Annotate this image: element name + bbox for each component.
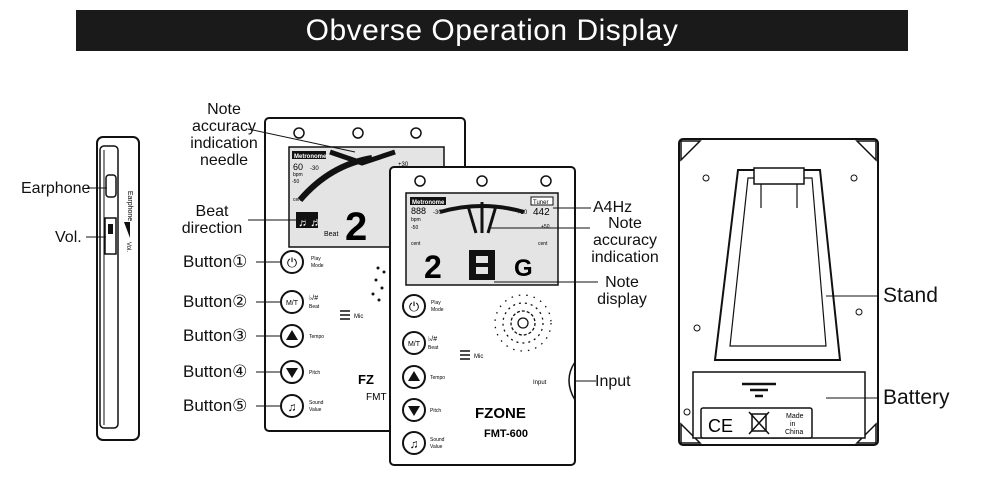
main-bpm-unit: bpm <box>411 217 421 223</box>
main-model: FMT-600 <box>484 428 528 440</box>
svg-text:Mic: Mic <box>474 354 483 360</box>
svg-text:Play: Play <box>311 256 321 262</box>
label-earphone: Earphone <box>21 180 91 197</box>
svg-text:M/T: M/T <box>408 341 421 348</box>
svg-text:in: in <box>790 421 796 428</box>
rear-bpm-unit: bpm <box>293 172 303 178</box>
main-tuner-tag: Tuner <box>533 200 548 206</box>
side-earphone-text: Earphone <box>126 191 133 221</box>
main-scale-m30: -30 <box>433 210 442 216</box>
label-note-accuracy: Note accuracy indication <box>591 215 659 266</box>
main-lcd-left-num: 888 <box>411 206 426 216</box>
svg-text:Tempo: Tempo <box>309 334 324 340</box>
svg-text:♭/#: ♭/# <box>428 335 437 343</box>
svg-text:Mic: Mic <box>354 314 363 320</box>
label-needle: Note accuracy indication needle <box>190 101 258 169</box>
svg-text:Play: Play <box>431 300 441 306</box>
svg-text:Tempo: Tempo <box>430 375 445 381</box>
label-button-5: Button⑤ <box>183 396 248 415</box>
main-lcd-hz: 442 <box>533 207 550 218</box>
svg-text:Beat: Beat <box>309 304 320 310</box>
music-note-icon: ♫ <box>410 437 419 451</box>
label-stand: Stand <box>883 284 938 307</box>
triangle-down-icon <box>286 368 298 378</box>
svg-text:M/T: M/T <box>286 300 299 307</box>
side-view-device: Earphone Vol. <box>96 136 140 441</box>
label-button-2: Button② <box>183 292 248 311</box>
diagram-title-text: Obverse Operation Display <box>305 13 679 47</box>
rear-button-tempo: Tempo <box>280 324 324 348</box>
needle-leader <box>247 128 356 153</box>
svg-text:Value: Value <box>309 407 322 413</box>
main-cent-right: cent <box>538 241 548 247</box>
power-icon: ⏻ <box>409 299 419 314</box>
main-button-play: ⏻ Play Mode <box>402 294 444 318</box>
main-button-sound: ♫ Sound Value <box>402 431 445 455</box>
svg-text:China: China <box>785 429 803 436</box>
label-vol: Vol. <box>55 229 82 246</box>
rear-beat-notes-icon: ♬♬ <box>298 215 322 229</box>
main-input-text: Input <box>533 380 547 386</box>
label-battery: Battery <box>883 386 950 409</box>
power-icon: ⏻ <box>287 255 297 270</box>
side-vol-text: Vol. <box>125 242 131 252</box>
triangle-down-icon <box>408 406 420 416</box>
weee-bin-icon <box>748 411 770 435</box>
rear-mode-tag: Metronome <box>294 154 327 160</box>
rear-button-play: ⏻ Play Mode <box>280 250 324 274</box>
label-button-4: Button④ <box>183 362 248 381</box>
rear-model: FMT <box>366 392 387 403</box>
main-cent-left: cent <box>411 241 421 247</box>
label-button-3: Button③ <box>183 326 248 345</box>
svg-text:Sound: Sound <box>309 400 324 406</box>
rear-big-digit: 2 <box>345 205 367 249</box>
stand <box>713 169 842 361</box>
triangle-up-icon <box>408 371 420 381</box>
main-button-tempo: Tempo <box>402 365 445 389</box>
svg-text:Beat: Beat <box>428 345 439 351</box>
svg-text:Mode: Mode <box>431 307 444 313</box>
label-beat-direction: Beat direction <box>181 203 243 237</box>
diagram-title: Obverse Operation Display <box>76 10 908 51</box>
triangle-up-icon <box>286 330 298 340</box>
label-a4hz: A4Hz <box>593 199 633 216</box>
main-button-pitch: Pitch <box>402 398 441 422</box>
rear-scale-m50: -50 <box>292 179 299 185</box>
svg-text:♭/#: ♭/# <box>309 294 318 302</box>
rear-brand: FZ <box>358 372 374 387</box>
rear-button-sound: ♫ Sound Value <box>280 394 324 418</box>
rear-beat-word: Beat <box>324 231 338 238</box>
music-note-icon: ♫ <box>288 400 297 414</box>
speaker-grille <box>494 294 552 352</box>
main-note-letter: G <box>514 255 533 282</box>
rear-scale-p30: +30 <box>398 162 409 168</box>
back-view-device: CE Made in China <box>678 138 879 446</box>
svg-text:Value: Value <box>430 444 443 450</box>
svg-text:Mode: Mode <box>311 263 324 269</box>
main-mode-tag: Metronome <box>412 200 445 206</box>
label-input: Input <box>595 373 631 390</box>
label-note-display: Note display <box>597 274 647 308</box>
main-front-device: Metronome Tuner 888 -30 +30 442 bpm -50 … <box>389 166 576 466</box>
svg-text:Made: Made <box>786 413 804 420</box>
main-brand: FZONE <box>475 405 526 422</box>
main-button-mt: M/T ♭/# Beat <box>402 331 439 355</box>
svg-text:Sound: Sound <box>430 437 445 443</box>
svg-text:Pitch: Pitch <box>430 408 441 414</box>
main-note-digit: 2 <box>424 249 442 285</box>
label-button-1: Button① <box>183 252 248 271</box>
rear-bpm: 60 <box>293 162 303 172</box>
ce-mark: CE <box>708 416 733 436</box>
main-scale-m50: -50 <box>411 225 418 231</box>
svg-text:Pitch: Pitch <box>309 370 320 376</box>
rear-cent: cent <box>293 197 303 203</box>
rear-scale-m30: -30 <box>310 166 319 172</box>
main-scale-p50: +50 <box>541 224 550 230</box>
accuracy-needles <box>466 202 498 234</box>
